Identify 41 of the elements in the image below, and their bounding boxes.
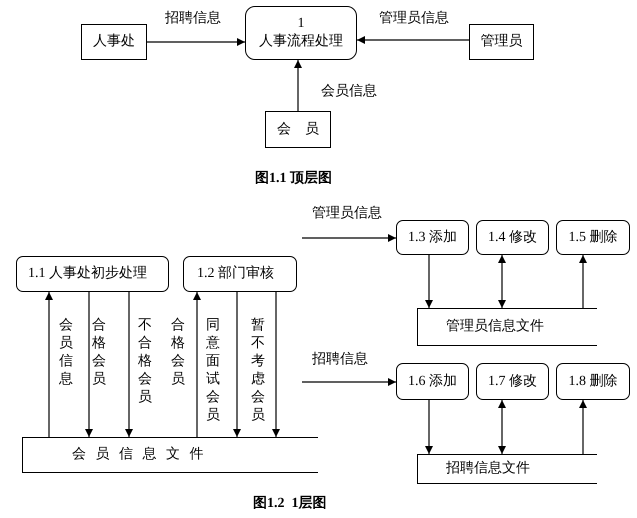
arrow	[498, 255, 506, 308]
process-box: 1.7 修改	[476, 363, 549, 400]
arrow	[302, 234, 396, 242]
process-box: 1.4 修改	[476, 220, 549, 255]
arrow	[357, 36, 469, 44]
entity-box: 人事处	[81, 24, 147, 60]
arrow	[45, 292, 53, 437]
arrow	[147, 38, 245, 46]
entity-box: 管理员	[469, 24, 534, 60]
arrow	[272, 292, 280, 437]
process-box: 1.3 添加	[396, 220, 469, 255]
arrow	[193, 292, 201, 437]
data-store: 会 员 信 息 文 件	[22, 437, 318, 473]
process-box: 1.1 人事处初步处理	[16, 256, 169, 292]
arrow	[233, 292, 241, 437]
data-store: 招聘信息文件	[417, 454, 597, 484]
process-number: 1	[298, 15, 304, 33]
edge-label: 会员信息	[320, 84, 378, 100]
edge-label: 招聘信息	[164, 11, 222, 27]
edge-label: 招聘信息	[311, 352, 369, 368]
figure-caption: 图1.1 顶层图	[255, 171, 332, 187]
arrow	[125, 292, 133, 437]
entity-box: 会 员	[265, 111, 331, 148]
process-box: 1.5 删除	[556, 220, 630, 255]
arrow	[85, 292, 93, 437]
arrow	[294, 60, 302, 111]
arrow	[498, 400, 506, 454]
process-box: 1.8 删除	[556, 363, 630, 400]
process-name: 人事流程处理	[259, 33, 343, 51]
data-store: 管理员信息文件	[417, 308, 597, 346]
process-box: 1.6 添加	[396, 363, 469, 400]
arrow	[302, 378, 396, 386]
edge-label: 管理员信息	[378, 11, 450, 27]
arrow	[579, 400, 587, 454]
edge-label: 管理员信息	[311, 206, 383, 222]
arrow	[425, 255, 433, 308]
arrow	[579, 255, 587, 308]
arrow	[425, 400, 433, 454]
figure-caption: 图1.2 1层图	[253, 496, 326, 512]
process-box: 1.2 部门审核	[183, 256, 297, 292]
process-box	[245, 6, 357, 60]
